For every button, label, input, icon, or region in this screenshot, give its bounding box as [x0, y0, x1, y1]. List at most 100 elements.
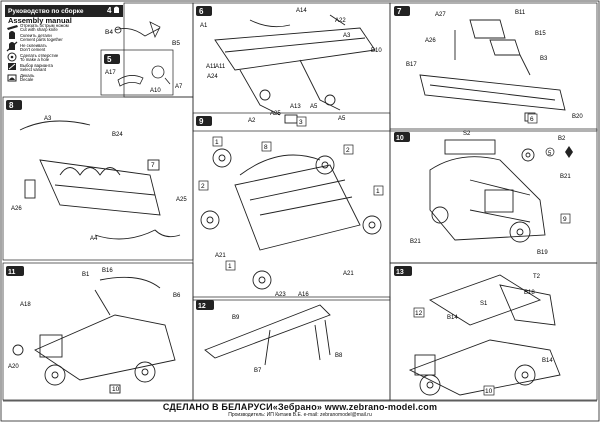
part-number-box: 9 [563, 216, 567, 223]
underbody-drawing [234, 154, 361, 251]
part-label: A2 [248, 118, 256, 124]
glue-icon [9, 31, 15, 39]
part-label: A5 [338, 116, 346, 122]
part-label: B19 [537, 250, 548, 256]
step-4-panel: 4 B4 B5 [104, 5, 180, 47]
part-number-box: 12 [415, 310, 423, 317]
part-number-box: 8 [264, 144, 268, 151]
legend-panel: Руководство по сборке Assembly manual От… [5, 5, 123, 82]
step-10-panel: 10 S2 B2 5 B21 9 B21 B19 T2 [394, 131, 573, 280]
part-number-box: 10 [112, 386, 120, 393]
legend-noglue-ru: Не склеивать [20, 43, 48, 48]
footer: СДЕЛАНО В БЕЛАРУСИ«Зебрано» www.zebrano-… [4, 402, 596, 420]
seats-frame-drawing [419, 19, 566, 122]
no-glue-icon [6, 41, 18, 52]
part-label: A3 [343, 33, 351, 39]
part-label: B18 [524, 290, 535, 296]
part-number-box: 2 [201, 183, 205, 190]
part-label: B6 [173, 293, 181, 299]
part-label: B14 [542, 358, 553, 364]
part-number-box: 1 [215, 139, 219, 146]
part-label: A26 [11, 206, 22, 212]
legend-knife-en: Cut with sharp knife [20, 27, 58, 32]
part-label: A26 [425, 38, 436, 44]
fender-part-drawing [117, 65, 171, 87]
step-number: 4 [107, 6, 112, 15]
part-label: 5 [548, 151, 552, 157]
part-label: A22 [335, 18, 346, 24]
step-number: 11 [8, 269, 16, 276]
step-11-panel: 11 B1 B16 B6 A18 A20 10 [6, 266, 181, 394]
part-label: A23 [275, 292, 286, 298]
step-12-panel: 12 B9 B7 B8 [196, 300, 343, 374]
legend-drill-en: To make a hole [20, 57, 50, 62]
step-number: 8 [9, 101, 14, 110]
part-label: A27 [435, 12, 446, 18]
part-label: B24 [112, 132, 123, 138]
part-label: A10 [150, 88, 161, 94]
part-label: B8 [335, 353, 343, 359]
part-label: B1 [82, 272, 90, 278]
step-13-panel: 13 B18 12 S1 B14 B14 10 [394, 266, 561, 396]
part-label: A11 [206, 64, 217, 70]
part-number-box: 6 [530, 116, 534, 123]
part-label: A4 [90, 236, 98, 242]
part-label: T2 [533, 274, 541, 280]
wheel-icon [431, 148, 535, 243]
legend-noglue-en: Don't cement [20, 47, 46, 52]
part-label: A17 [105, 70, 116, 76]
part-number-box: 10 [485, 388, 493, 395]
part-label: A25 [176, 197, 187, 203]
part-label: B3 [540, 56, 548, 62]
part-label: A18 [20, 302, 31, 308]
wheel-icon [419, 364, 536, 396]
manual-title-ru: Руководство по сборке [8, 7, 84, 15]
footer-made-in: СДЕЛАНО В БЕЛАРУСИ«Зебрано» www.zebrano-… [162, 402, 438, 412]
part-label: B9 [232, 315, 240, 321]
part-label: A21 [215, 253, 226, 259]
step-7-panel: 7 A27 B11 A26 B15 B3 B17 6 B20 [394, 6, 583, 124]
final-car-drawing [408, 274, 561, 396]
part-number-box: 1 [228, 263, 232, 270]
manual-title-en: Assembly manual [8, 16, 72, 25]
part-label: A25 [270, 111, 281, 117]
part-label: B14 [447, 315, 458, 321]
roadster-car-drawing [34, 276, 176, 394]
decal-icon [7, 74, 17, 82]
legend-choose-en: Select variant [20, 67, 47, 72]
part-label: B17 [406, 62, 417, 68]
legend-glue-ru: Склеить детали [20, 33, 52, 38]
step-number: 5 [107, 55, 112, 64]
step-number: 12 [198, 303, 206, 310]
part-label: A11 [215, 64, 226, 70]
part-number-box: 1 [376, 188, 380, 195]
part-label: A16 [298, 292, 309, 298]
body-shell-drawing [19, 120, 181, 240]
part-label: B4 [105, 29, 113, 36]
part-label: A1 [200, 23, 208, 29]
axle-part-drawing [114, 21, 161, 39]
legend-decal-ru: Декаль [20, 73, 35, 78]
part-label: B5 [172, 40, 180, 47]
step-5-panel: 5 A17 A10 A7 [104, 54, 183, 94]
part-number-box: 2 [346, 147, 350, 154]
step-number: 6 [199, 7, 204, 16]
chassis-frame-drawing [214, 14, 376, 124]
part-label: B10 [371, 48, 382, 54]
knife-icon [7, 25, 18, 30]
part-label: B15 [535, 31, 546, 37]
part-number-box: 3 [299, 119, 303, 126]
top-frame-drawing [204, 304, 331, 366]
step-number: 13 [396, 269, 404, 276]
part-label: B21 [410, 239, 421, 245]
legend-glue-en: Cement parts together [20, 37, 63, 42]
part-label: A5 [310, 104, 318, 110]
step-number: 10 [396, 135, 404, 142]
part-label: B21 [560, 174, 571, 180]
part-label: A7 [175, 84, 183, 90]
car-body-drawing [429, 139, 546, 241]
part-label: B2 [558, 136, 566, 142]
wheel-icon [200, 148, 382, 290]
